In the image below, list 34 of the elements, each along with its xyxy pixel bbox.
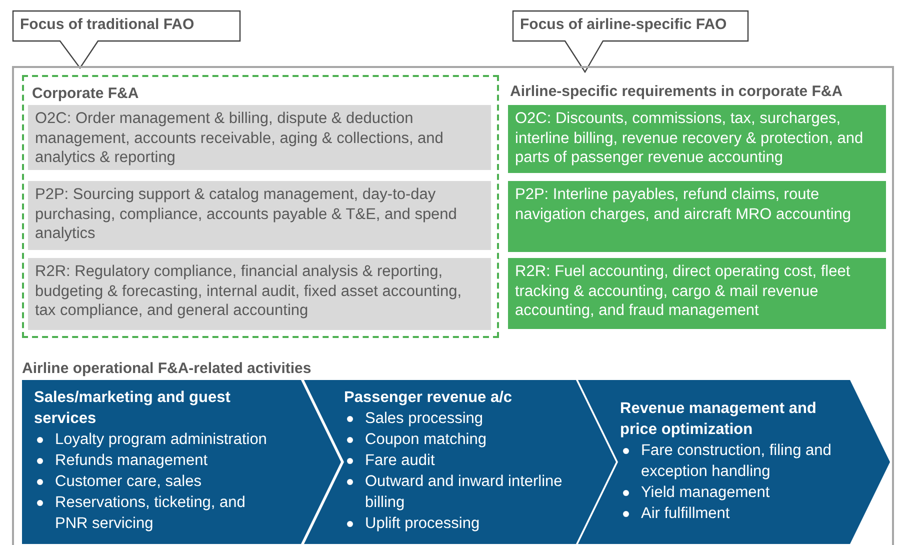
bullet-text: Customer care, sales bbox=[55, 472, 202, 492]
requirement-box bbox=[28, 105, 491, 170]
requirement-box bbox=[28, 181, 491, 250]
outer-frame bbox=[12, 66, 894, 545]
section-heading: Airline-specific requirements in corporate F&A bbox=[510, 82, 843, 102]
section-heading: Airline operational F&A-related activities bbox=[22, 359, 312, 379]
requirement-box bbox=[28, 258, 491, 330]
description-text: P2P: Sourcing support & catalog management, day-to-day purchasing, compliance, accounts payable & T&E, and spend analytics bbox=[34, 185, 458, 244]
bullet-text: Sales processing bbox=[365, 409, 484, 429]
bullet-text: Air fulfillment bbox=[641, 504, 730, 524]
section-heading: Corporate F&A bbox=[32, 84, 139, 104]
bullet-text: Fare audit bbox=[365, 451, 435, 471]
requirement-box bbox=[508, 181, 886, 252]
bullet-text: Reservations, ticketing, and PNR servicing bbox=[55, 493, 246, 534]
bullet-text: Yield management bbox=[641, 483, 770, 503]
callout-text: Focus of traditional FAO bbox=[19, 15, 196, 34]
chevron-heading: Sales/marketing and guest services bbox=[34, 388, 232, 429]
bullet-text: Outward and inward interline billing bbox=[365, 472, 564, 513]
description-text: R2R: Regulatory compliance, financial analysis & reporting, budgeting & forecasting, internal audit, fixed asset accounting, tax compliance, and general accounting bbox=[34, 262, 463, 320]
bullet-text: Fare construction, filing and exception handling bbox=[641, 441, 832, 482]
bullet-text: Uplift processing bbox=[365, 514, 480, 534]
description-text: P2P: Interline payables, refund claims, route navigation charges, and aircraft MRO accounting bbox=[514, 185, 852, 224]
bullet-text: Loyalty program administration bbox=[55, 430, 267, 450]
dashed-group-box bbox=[22, 75, 499, 338]
description-text: R2R: Fuel accounting, direct operating cost, fleet tracking & accounting, cargo & mail revenue accounting, and fraud management bbox=[514, 262, 852, 320]
requirement-box bbox=[508, 105, 886, 173]
description-text: O2C: Order management & billing, dispute & deduction management, accounts receivable, aging & collections, and analytics & reporting bbox=[34, 109, 444, 168]
callout-text: Focus of airline-specific FAO bbox=[519, 15, 728, 34]
chevron-heading: Passenger revenue a/c bbox=[344, 388, 514, 408]
requirement-box bbox=[508, 258, 886, 329]
bullet-text: Coupon matching bbox=[365, 430, 486, 450]
chevron-heading: Revenue management and price optimization bbox=[620, 399, 818, 440]
description-text: O2C: Discounts, commissions, tax, surcharges, interline billing, revenue recovery & protection, and parts of passenger revenue accounting bbox=[514, 109, 864, 168]
bullet-text: Refunds management bbox=[55, 451, 208, 471]
